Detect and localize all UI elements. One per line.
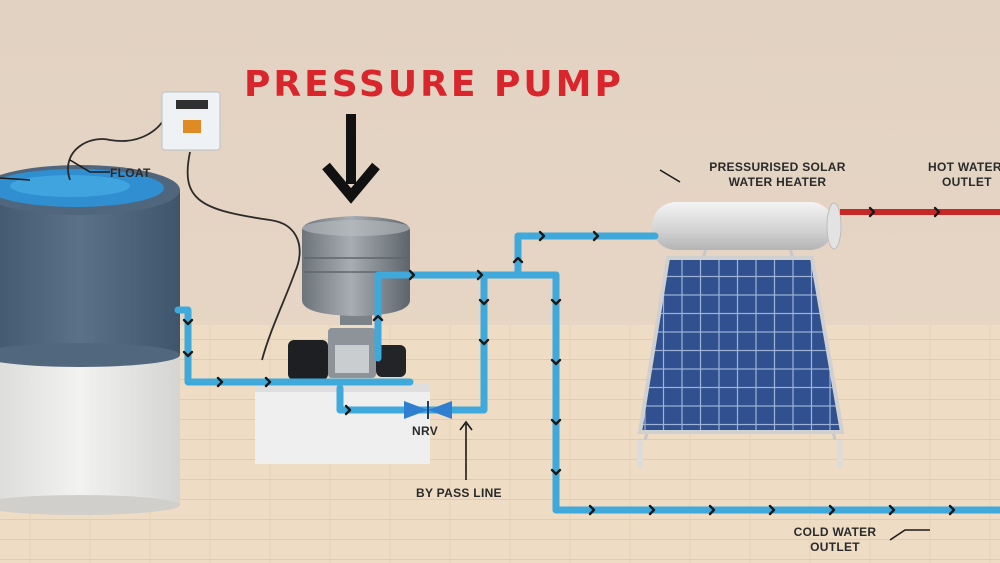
flow-arrow-icon xyxy=(216,376,224,388)
flow-arrow-icon xyxy=(588,504,596,516)
flow-arrow-icons xyxy=(182,206,956,516)
flow-arrow-icon xyxy=(264,376,272,388)
solar-heater-label: PRESSURISED SOLAR WATER HEATER xyxy=(690,160,865,190)
float-controller-box xyxy=(67,91,301,361)
pressure-tank xyxy=(302,216,410,325)
solar-panel xyxy=(637,256,845,434)
down-arrow-icon xyxy=(322,114,380,204)
cold-water-label-line2: OUTLET xyxy=(810,540,860,554)
water-storage-tank xyxy=(0,165,180,515)
float-label: FLOAT xyxy=(110,166,151,180)
flow-arrow-icon xyxy=(828,504,836,516)
flow-arrow-icon xyxy=(550,468,562,476)
flow-arrow-icon xyxy=(344,404,352,416)
flow-arrow-icon xyxy=(538,230,546,242)
flow-arrow-icon xyxy=(408,269,416,281)
flow-arrow-icon xyxy=(512,256,524,264)
flow-arrow-icon xyxy=(888,504,896,516)
cold-water-label: COLD WATER OUTLET xyxy=(780,525,890,555)
flow-arrow-icon xyxy=(768,504,776,516)
cold-water-pipes xyxy=(174,232,1000,514)
nrv-label: NRV xyxy=(412,424,439,438)
flow-arrow-icon xyxy=(550,418,562,426)
flow-arrow-icon xyxy=(550,298,562,306)
hot-water-label: HOT WATER OUTLET xyxy=(928,160,1000,190)
nrv-valve-icon xyxy=(404,401,452,419)
flow-arrow-icon xyxy=(182,318,194,326)
flow-arrow-icon xyxy=(550,358,562,366)
solar-heater-label-line2: WATER HEATER xyxy=(728,175,827,189)
flow-arrow-icon xyxy=(476,269,484,281)
flow-arrow-icon xyxy=(948,504,956,516)
leader-lines xyxy=(0,159,930,541)
solar-heater-label-line1: PRESSURISED SOLAR xyxy=(709,160,846,174)
flow-arrow-icon xyxy=(648,504,656,516)
flow-arrow-icon xyxy=(478,338,490,346)
flow-arrow-icon xyxy=(372,314,384,322)
cold-water-label-line1: COLD WATER xyxy=(793,525,877,539)
flow-arrow-icon xyxy=(182,350,194,358)
hot-water-label-line1: HOT WATER xyxy=(928,160,1000,174)
bypass-line-label: BY PASS LINE xyxy=(416,486,502,500)
heater-cylinder xyxy=(652,202,834,250)
hot-water-label-line2: OUTLET xyxy=(942,175,992,189)
flow-arrow-icon xyxy=(933,206,941,218)
page-title: PRESSURE PUMP xyxy=(244,64,624,105)
solar-water-heater xyxy=(637,202,845,468)
flow-arrow-icon xyxy=(708,504,716,516)
flow-arrow-icon xyxy=(868,206,876,218)
flow-arrow-icon xyxy=(478,298,490,306)
flow-arrow-icon xyxy=(592,230,600,242)
